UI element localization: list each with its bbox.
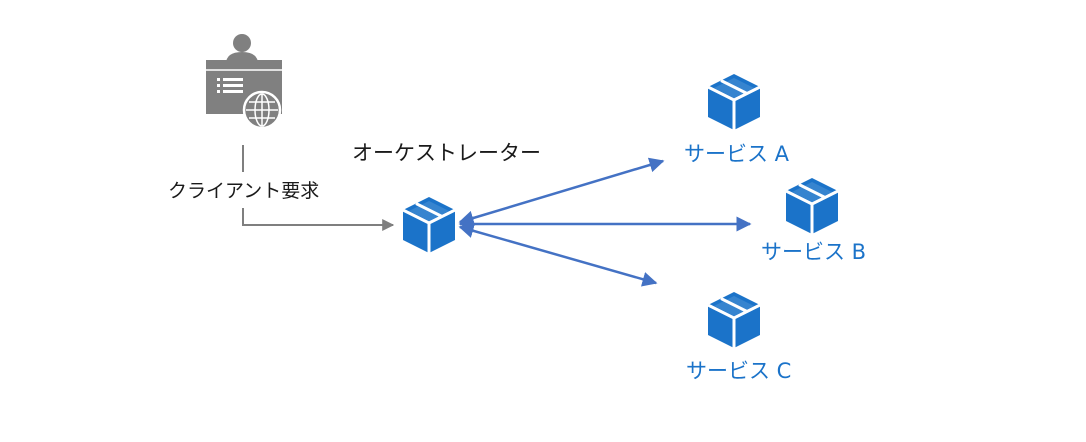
- service-c-cube-icon: [706, 290, 762, 350]
- globe-icon: [242, 90, 282, 130]
- orchestrator-cube-icon: [401, 195, 457, 255]
- service-b-label: サービス B: [761, 240, 867, 264]
- client-request-connector: [242, 145, 395, 231]
- arrow-to-service-a: [458, 157, 665, 226]
- service-c-label: サービス C: [686, 359, 792, 383]
- orchestrator-label: オーケストレーター: [352, 141, 541, 165]
- service-a-label: サービス A: [684, 142, 790, 166]
- client-icon: [206, 34, 282, 130]
- service-b-cube-icon: [784, 176, 840, 236]
- client-request-label: クライアント要求: [168, 180, 320, 202]
- arrow-to-service-c: [458, 223, 658, 287]
- service-a-cube-icon: [706, 72, 762, 132]
